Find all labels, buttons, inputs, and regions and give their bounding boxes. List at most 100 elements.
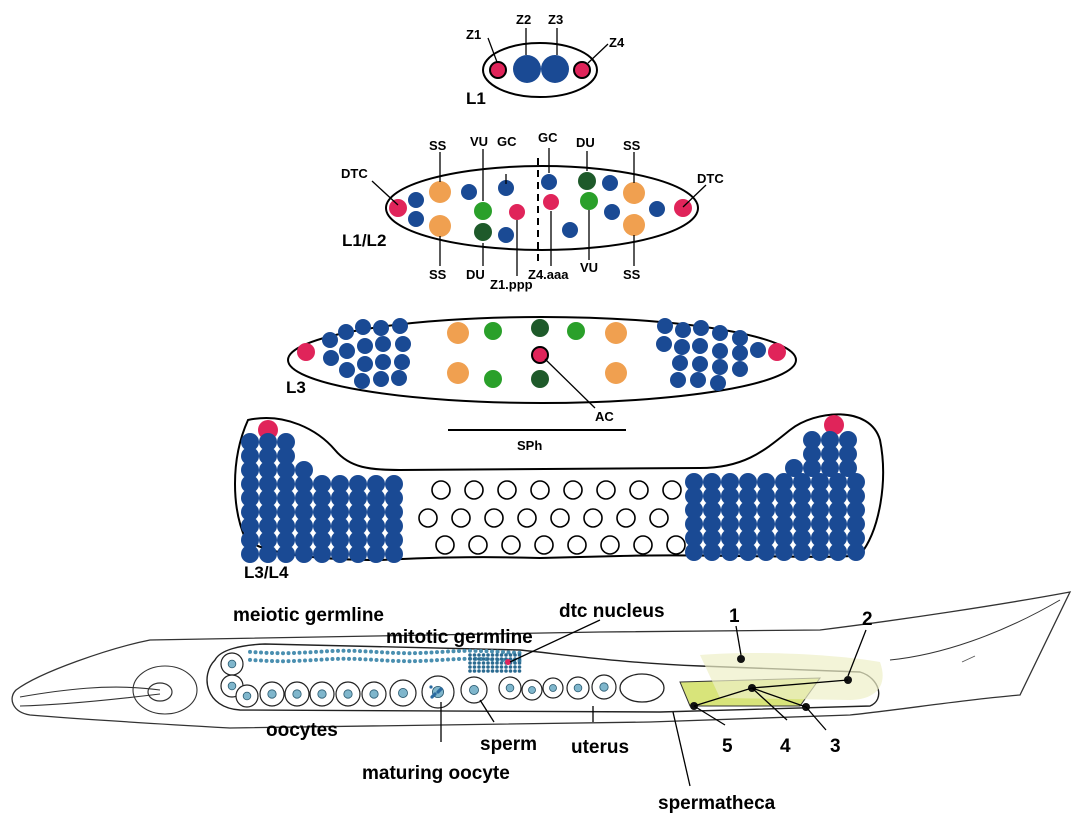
l3l4-germ-cell bbox=[367, 545, 385, 563]
germline-nucleus-dot bbox=[386, 659, 390, 663]
l3-germ-cell bbox=[391, 370, 407, 386]
l3l4-germ-cell bbox=[313, 545, 331, 563]
mitotic-germline-dot bbox=[518, 665, 522, 669]
tail-line bbox=[890, 600, 1060, 660]
l3-germ-cell bbox=[656, 336, 672, 352]
l3l4-somatic-cell bbox=[469, 536, 487, 554]
mitotic-germline-dot bbox=[509, 669, 513, 673]
germline-nucleus-dot bbox=[270, 659, 274, 663]
l3-ss-cell bbox=[447, 322, 469, 344]
germline-nucleus-dot bbox=[314, 650, 318, 654]
l3l4-somatic-cell bbox=[568, 536, 586, 554]
l1l2-germ-cell bbox=[408, 211, 424, 227]
mitotic-germline-dot bbox=[486, 653, 490, 657]
germline-nucleus-dot bbox=[281, 659, 285, 663]
l1l2-germ-cell bbox=[649, 201, 665, 217]
l3-dtc-right-cell bbox=[768, 343, 786, 361]
germline-nucleus-dot bbox=[325, 657, 329, 661]
number-2-label: 2 bbox=[862, 609, 873, 630]
germline-nucleus-dot bbox=[435, 650, 439, 654]
mitotic-germline-dot bbox=[500, 653, 504, 657]
mitotic-germline-dot bbox=[518, 669, 522, 673]
oocyte-nucleus bbox=[469, 685, 478, 694]
oocyte-nucleus bbox=[228, 682, 236, 690]
oocyte-nucleus bbox=[398, 688, 407, 697]
germline-nucleus-dot bbox=[413, 659, 417, 663]
l3l4-somatic-cell bbox=[502, 536, 520, 554]
l1l2-germ-cell bbox=[541, 174, 557, 190]
germline-nucleus-dot bbox=[309, 650, 313, 654]
germline-nucleus-dot bbox=[402, 659, 406, 663]
l1-z3-label: Z3 bbox=[548, 12, 563, 27]
l1l2-stage-label: L1/L2 bbox=[342, 231, 386, 250]
l1-z3-cell bbox=[541, 55, 569, 83]
germline-nucleus-dot bbox=[424, 659, 428, 663]
l3l4-somatic-cell bbox=[485, 509, 503, 527]
mitotic-germline-dot bbox=[495, 657, 499, 661]
l3-germ-cell bbox=[355, 319, 371, 335]
germline-nucleus-dot bbox=[358, 649, 362, 653]
l3-germ-cell bbox=[690, 372, 706, 388]
l1-panel: Z1 Z2 Z3 Z4 L1 bbox=[466, 12, 625, 108]
germline-nucleus-dot bbox=[413, 651, 417, 655]
maturing-oocyte-chromatin bbox=[439, 687, 442, 690]
germline-nucleus-dot bbox=[353, 657, 357, 661]
l1-z2-label: Z2 bbox=[516, 12, 531, 27]
germline-nucleus-dot bbox=[276, 651, 280, 655]
number-4-label: 4 bbox=[780, 736, 791, 757]
l3-ac-label: AC bbox=[595, 409, 614, 424]
mitotic-germline-dot bbox=[486, 665, 490, 669]
l3-dtc-left-cell bbox=[297, 343, 315, 361]
l3l4-stage-label: L3/L4 bbox=[244, 563, 289, 582]
l1-z4-label: Z4 bbox=[609, 35, 625, 50]
oocyte-nucleus bbox=[318, 690, 326, 698]
l3l4-somatic-cell bbox=[650, 509, 668, 527]
egg-in-uterus bbox=[620, 674, 664, 702]
number-3-label: 3 bbox=[830, 736, 841, 757]
germline-nucleus-dot bbox=[254, 658, 258, 662]
l1-stage-label: L1 bbox=[466, 89, 486, 108]
l3l4-germ-cell bbox=[277, 545, 295, 563]
l3l4-germ-cell bbox=[331, 545, 349, 563]
l1l2-dtc-left-label: DTC bbox=[341, 166, 368, 181]
l1l2-vu-top-label: VU bbox=[470, 134, 488, 149]
germline-nucleus-dot bbox=[259, 659, 263, 663]
l3l4-somatic-cell bbox=[667, 536, 685, 554]
oocyte-nucleus bbox=[506, 684, 514, 692]
l1l2-dtc-right-label: DTC bbox=[697, 171, 724, 186]
l3-germ-cell bbox=[375, 336, 391, 352]
germline-nucleus-dot bbox=[336, 657, 340, 661]
l1l2-gc-top-right-label: GC bbox=[538, 130, 558, 145]
l3-ss-cell bbox=[605, 322, 627, 344]
germline-nucleus-dot bbox=[485, 649, 489, 653]
mitotic-germline-dot bbox=[473, 657, 477, 661]
germline-nucleus-dot bbox=[468, 649, 472, 653]
l3-germ-cell bbox=[392, 318, 408, 334]
mitotic-germline-dot bbox=[513, 669, 517, 673]
germline-nucleus-dot bbox=[397, 651, 401, 655]
l3-germ-cell bbox=[710, 375, 726, 391]
germline-nucleus-dot bbox=[452, 649, 456, 653]
germline-nucleus-dot bbox=[309, 658, 313, 662]
germline-nucleus-dot bbox=[452, 657, 456, 661]
germline-nucleus-dot bbox=[314, 658, 318, 662]
l3-panel: AC SPh L3 bbox=[286, 317, 796, 453]
germline-nucleus-dot bbox=[331, 649, 335, 653]
mitotic-germline-dot bbox=[495, 669, 499, 673]
mitotic-germline-dot bbox=[491, 665, 495, 669]
l3l4-somatic-cell bbox=[498, 481, 516, 499]
l1-z2-cell bbox=[513, 55, 541, 83]
l3-germ-cell bbox=[692, 356, 708, 372]
l3l4-somatic-cell bbox=[584, 509, 602, 527]
oocyte-nucleus bbox=[293, 690, 301, 698]
l3-germ-cell bbox=[338, 324, 354, 340]
mitotic-germline-dot bbox=[495, 665, 499, 669]
l1l2-germ-cell bbox=[562, 222, 578, 238]
mitotic-germline-dot bbox=[482, 661, 486, 665]
germline-nucleus-dot bbox=[490, 649, 494, 653]
l3-germ-cell bbox=[339, 343, 355, 359]
l3l4-germ-cell bbox=[829, 543, 847, 561]
mitotic-germline-dot bbox=[477, 669, 481, 673]
l3l4-germ-cell bbox=[721, 543, 739, 561]
l3l4-germ-cell bbox=[703, 543, 721, 561]
